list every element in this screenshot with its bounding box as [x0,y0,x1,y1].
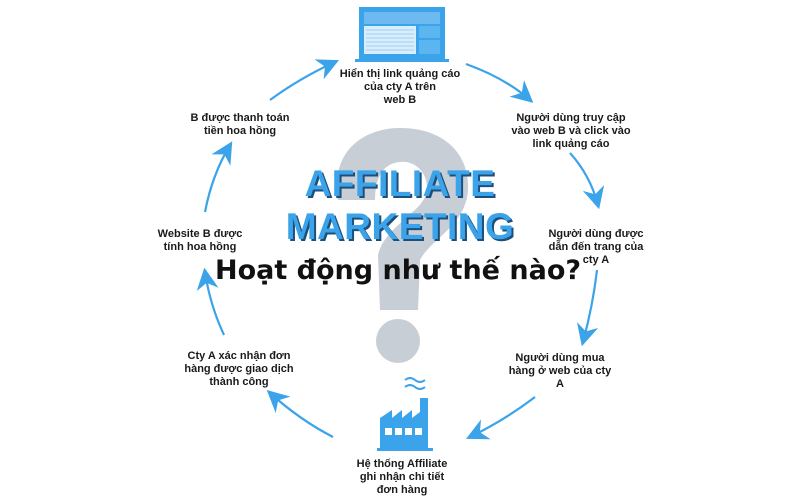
cycle-arrows [196,59,605,440]
title-marketing: MARKETING [285,206,515,247]
question-mark-icon [336,128,469,363]
laptop-icon [355,7,449,62]
subtitle: Hoạt động như thế nào? [214,255,582,286]
factory-icon [377,377,433,451]
title-affiliate: AFFILIATE [304,163,496,204]
